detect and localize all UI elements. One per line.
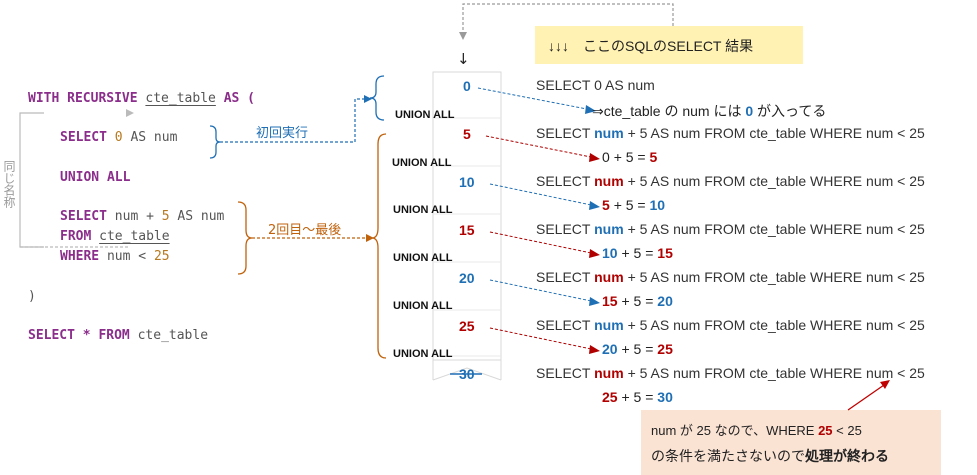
header-note: ↓↓↓ ここのSQLのSELECT 結果 bbox=[548, 38, 754, 54]
end-note-arrow bbox=[847, 384, 885, 411]
recursive-sql-2: SELECT num + 5 AS num FROM cte_table WHE… bbox=[536, 173, 925, 189]
recursive-sql-5: SELECT num + 5 AS num FROM cte_table WHE… bbox=[536, 317, 925, 333]
recursive-calc-3: 10 + 5 = 15 bbox=[602, 245, 673, 261]
rec-as-num: AS num bbox=[177, 209, 225, 224]
anchor-note-value: 0 bbox=[745, 103, 754, 119]
code-line-union: UNION ALL bbox=[60, 170, 130, 185]
union-label-5: UNION ALL bbox=[393, 300, 453, 312]
recursive-sql-1: SELECT num + 5 AS num FROM cte_table WHE… bbox=[536, 125, 925, 141]
header-note-bg bbox=[535, 26, 803, 64]
recursive-brace bbox=[237, 201, 253, 275]
star: * bbox=[82, 328, 91, 343]
recursive-sql-6: SELECT num + 5 AS num FROM cte_table WHE… bbox=[536, 365, 925, 381]
recursive-calc-1: 0 + 5 = 5 bbox=[602, 149, 658, 165]
anchor-brace bbox=[209, 125, 221, 159]
arrow-25 bbox=[489, 327, 597, 351]
result-value-10: 10 bbox=[459, 174, 475, 190]
rec-expr: num + bbox=[114, 209, 154, 224]
rec-cond: num < bbox=[106, 249, 147, 264]
anchor-note: ⇒cte_table の num には 0 が入ってる bbox=[592, 101, 826, 121]
code-line-rec-from: FROM cte_table bbox=[60, 229, 170, 244]
kw-from: FROM bbox=[60, 229, 92, 244]
feedback-arrowhead bbox=[459, 32, 467, 40]
anchor-note-prefix: ⇒cte_table の num には bbox=[592, 103, 742, 119]
cte-name: cte_table bbox=[145, 91, 216, 106]
end-note-line2: の条件を満たさないので処理が終わる bbox=[651, 448, 889, 464]
result-value-5: 5 bbox=[463, 126, 471, 142]
final-table: cte_table bbox=[137, 328, 209, 343]
first-run-label: 初回実行 bbox=[256, 126, 309, 141]
literal-five: 5 bbox=[161, 209, 170, 224]
feedback-line bbox=[462, 3, 674, 34]
kw-as-paren: AS ( bbox=[223, 91, 255, 106]
kw-select: SELECT bbox=[28, 328, 75, 343]
union-label-6: UNION ALL bbox=[393, 348, 453, 360]
down-arrow: ↓ bbox=[457, 50, 470, 68]
recursive-calc-5: 20 + 5 = 25 bbox=[602, 341, 673, 357]
kw-union-all: UNION ALL bbox=[60, 170, 131, 185]
same-name-label: 同じ名称 bbox=[2, 160, 16, 208]
kw-select: SELECT bbox=[60, 130, 107, 145]
literal-25: 25 bbox=[153, 249, 170, 264]
code-line-close: ) bbox=[28, 289, 36, 304]
recursive-calc-2: 5 + 5 = 10 bbox=[602, 197, 666, 213]
rec-table: cte_table bbox=[99, 229, 170, 244]
arrow-15 bbox=[489, 231, 597, 255]
union-label-3: UNION ALL bbox=[393, 204, 453, 216]
literal-zero: 0 bbox=[114, 130, 123, 145]
arrow-5 bbox=[485, 135, 597, 159]
code-line-with: WITH RECURSIVE cte_table AS ( bbox=[28, 91, 255, 106]
result-value-20: 20 bbox=[459, 270, 475, 286]
end-note-line1: num が 25 なので、WHERE 25 < 25 bbox=[651, 423, 862, 438]
anchor-as-num: AS num bbox=[130, 130, 178, 145]
code-line-final: SELECT * FROM cte_table bbox=[28, 328, 208, 343]
kw-with-recursive: WITH RECURSIVE bbox=[28, 91, 138, 106]
recursive-run-brace bbox=[371, 133, 387, 359]
kw-from: FROM bbox=[98, 328, 130, 343]
arrow-10 bbox=[489, 183, 597, 207]
result-column-box bbox=[432, 71, 502, 361]
anchor-sql: SELECT 0 AS num bbox=[536, 77, 655, 93]
union-label-2: UNION ALL bbox=[392, 157, 452, 169]
same-name-bracket bbox=[19, 112, 44, 248]
end-note-bg bbox=[641, 410, 941, 475]
anchor-note-suffix: が入ってる bbox=[757, 103, 827, 119]
code-line-rec-where: WHERE num < 25 bbox=[60, 249, 170, 264]
union-label-4: UNION ALL bbox=[393, 252, 453, 264]
recursive-sql-4: SELECT num + 5 AS num FROM cte_table WHE… bbox=[536, 269, 925, 285]
first-run-brace bbox=[369, 75, 385, 121]
recursive-calc-6: 25 + 5 = 30 bbox=[602, 389, 673, 405]
first-run-connector bbox=[220, 98, 370, 143]
union-label-1: UNION ALL bbox=[395, 109, 455, 121]
result-value-30: 30 bbox=[459, 366, 475, 382]
arrow-20 bbox=[489, 279, 597, 303]
result-value-25: 25 bbox=[459, 318, 475, 334]
kw-select: SELECT bbox=[60, 209, 107, 224]
recursive-run-label: 2回目～最後 bbox=[268, 223, 342, 238]
code-line-anchor: SELECT 0 AS num bbox=[60, 130, 177, 145]
result-value-15: 15 bbox=[459, 222, 475, 238]
result-value-0: 0 bbox=[463, 78, 471, 94]
arrow-0 bbox=[477, 87, 593, 111]
code-line-rec-select: SELECT num + 5 AS num bbox=[60, 209, 224, 224]
recursive-calc-4: 15 + 5 = 20 bbox=[602, 293, 673, 309]
recursive-sql-3: SELECT num + 5 AS num FROM cte_table WHE… bbox=[536, 221, 925, 237]
kw-where: WHERE bbox=[60, 249, 100, 264]
